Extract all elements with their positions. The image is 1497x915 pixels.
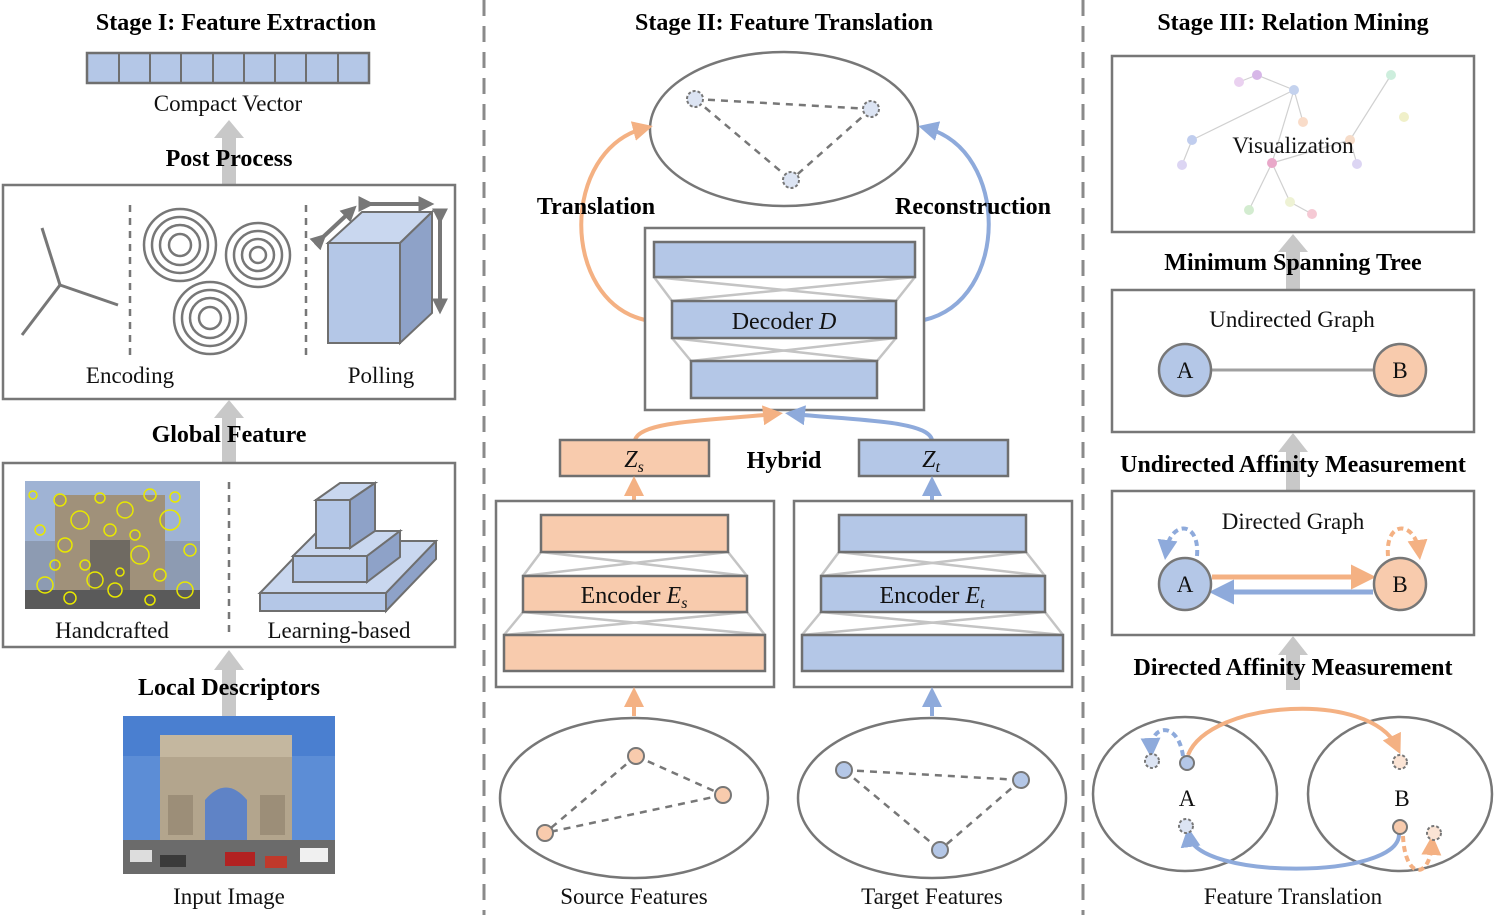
target-features-graph (835, 761, 1030, 859)
compact-vector-label: Compact Vector (154, 91, 303, 116)
polling-label: Polling (348, 363, 415, 388)
undirected-graph-label: Undirected Graph (1209, 307, 1375, 332)
undirected-affinity-label: Undirected Affinity Measurement (1120, 452, 1466, 478)
feature-translation-label: Feature Translation (1204, 884, 1383, 909)
encoder-t-middle-layer (819, 574, 1047, 614)
encoder-t-label: Encoder Et (879, 583, 985, 612)
stage3-title: Stage III: Relation Mining (1157, 10, 1428, 36)
stage1-title: Stage I: Feature Extraction (96, 10, 376, 36)
target-features-label: Target Features (861, 884, 1003, 909)
directed-node-a (1157, 556, 1213, 612)
stage2-title: Stage II: Feature Translation (635, 10, 933, 36)
pooling-cube-icon (309, 196, 448, 346)
undirected-node-a (1157, 342, 1213, 398)
domain-a-point (1179, 755, 1195, 771)
directed-node-b-label: B (1392, 572, 1407, 597)
local-descriptors-arrow (214, 650, 244, 716)
reconstruction-label: Reconstruction (895, 194, 1051, 220)
encoder-s-top-layer (539, 513, 730, 554)
post-process-arrow (214, 120, 244, 185)
translation-label: Translation (537, 194, 655, 220)
undirected-node-a-label: A (1177, 358, 1194, 383)
decoder-top-layer (652, 240, 917, 279)
self-loop-a (1157, 526, 1200, 560)
zt-label: Zt (922, 447, 940, 476)
decoder-label: Decoder D (732, 309, 837, 335)
domain-b-point (1392, 819, 1408, 835)
undirected-node-b (1372, 342, 1428, 398)
translation-arrow (579, 121, 653, 322)
input-image (123, 716, 335, 874)
encoding-branches-icon (20, 227, 119, 336)
translate-b-to-a-arrow (1180, 827, 1402, 871)
domain-a-reconstructed-point (1144, 753, 1160, 769)
encoder-s-middle-layer (521, 574, 749, 614)
directed-affinity-arrow (1278, 636, 1308, 690)
source-features-graph (536, 747, 732, 842)
source-features-label: Source Features (560, 884, 708, 909)
encoder-s-label: Encoder Es (581, 583, 688, 612)
domain-a-label: A (1179, 786, 1196, 811)
zs-label: Zs (624, 447, 644, 476)
encoder-s-bottom-layer (502, 633, 767, 673)
encoding-label: Encoding (86, 363, 175, 388)
directed-node-b (1372, 556, 1428, 612)
encoder-t-connections (801, 550, 1064, 637)
domain-b-ellipse (1306, 715, 1494, 873)
domain-b-translated-point (1392, 754, 1408, 770)
undirected-affinity-arrow (1278, 433, 1308, 491)
mst-visualization (1177, 70, 1409, 219)
encoder-t-top-layer (837, 513, 1028, 554)
encoder-s-connections (503, 550, 766, 637)
reconstruction-arrow (918, 121, 991, 322)
zs-box (558, 438, 711, 478)
zs-to-decoder-arrow (633, 405, 783, 441)
zt-box (857, 438, 1010, 478)
learning-pyramid-icon (257, 481, 439, 614)
domain-b-reconstructed-point (1426, 825, 1442, 841)
undirected-node-b-label: B (1392, 358, 1407, 383)
global-feature-arrow (214, 400, 244, 463)
directed-graph-label: Directed Graph (1222, 509, 1365, 534)
mst-arrow (1278, 234, 1308, 290)
decoder-connections (653, 275, 916, 363)
self-loop-b (1385, 526, 1428, 560)
post-process-label: Post Process (166, 146, 293, 172)
learning-based-label: Learning-based (267, 618, 411, 643)
decoder-bottom-layer (689, 359, 879, 400)
zt-to-decoder-arrow (785, 405, 934, 441)
target-features-ellipse (796, 716, 1068, 880)
latent-triangle (686, 90, 880, 189)
input-image-label: Input Image (173, 884, 285, 909)
visualization-label: Visualization (1232, 133, 1354, 158)
translate-a-to-b-arrow (1186, 706, 1401, 756)
encoder-t-bottom-layer (800, 633, 1065, 673)
reconstruct-b-arrow (1401, 835, 1442, 872)
global-feature-label: Global Feature (152, 422, 307, 448)
local-descriptors-label: Local Descriptors (138, 675, 320, 701)
mst-label: Minimum Spanning Tree (1164, 250, 1422, 276)
handcrafted-label: Handcrafted (55, 618, 169, 643)
directed-node-a-label: A (1177, 572, 1194, 597)
domain-b-label: B (1394, 786, 1409, 811)
encoding-rings-icon (142, 207, 292, 356)
source-features-ellipse (498, 716, 770, 880)
domain-a-translated-point (1178, 818, 1194, 834)
compact-vector-bar (85, 51, 371, 85)
hybrid-label: Hybrid (747, 448, 822, 474)
directed-affinity-label: Directed Affinity Measurement (1133, 655, 1452, 681)
domain-a-ellipse (1091, 715, 1279, 873)
reconstruct-a-arrow (1140, 728, 1185, 758)
decoder-middle-layer (670, 299, 898, 340)
handcrafted-image (25, 481, 200, 609)
